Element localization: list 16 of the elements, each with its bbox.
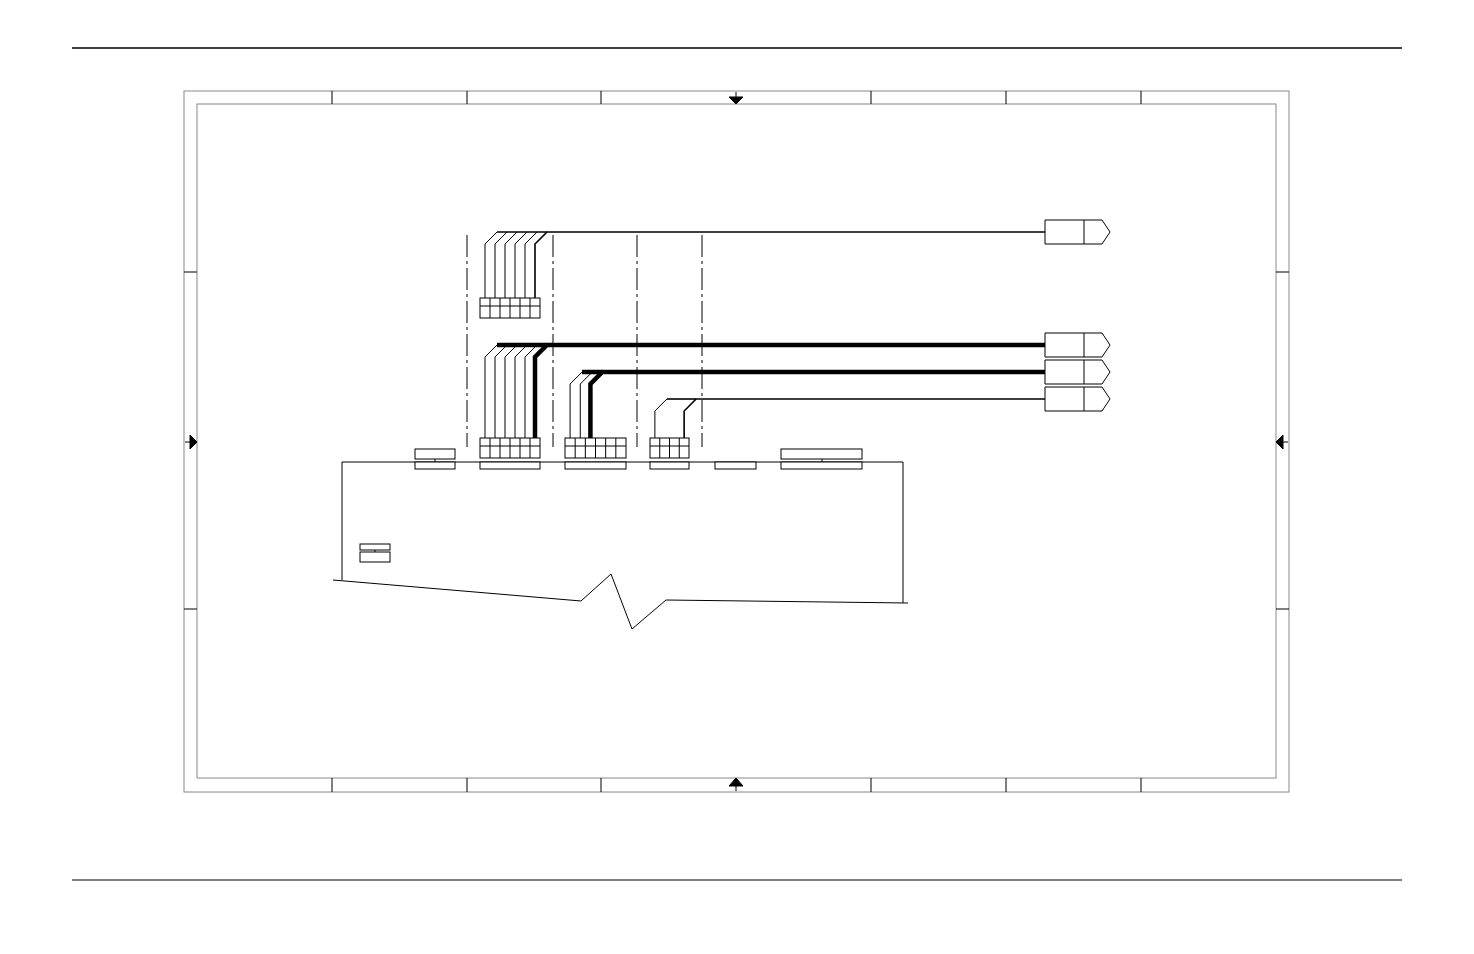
circuit-board [332, 458, 909, 630]
connector-plug [479, 437, 541, 459]
off-page-connector [1044, 359, 1111, 385]
wire [683, 398, 1046, 439]
wire [534, 231, 1046, 299]
connector-header [414, 448, 456, 460]
wire [532, 342, 1045, 438]
board-component [359, 543, 391, 563]
connector-header [780, 448, 863, 460]
connector-plug [564, 437, 627, 459]
off-page-connector [1044, 386, 1111, 412]
connector-plug [649, 437, 690, 459]
off-page-connector [1044, 332, 1111, 358]
off-page-connector [1044, 219, 1111, 245]
connector-plug [479, 297, 541, 319]
wire [588, 369, 1045, 438]
